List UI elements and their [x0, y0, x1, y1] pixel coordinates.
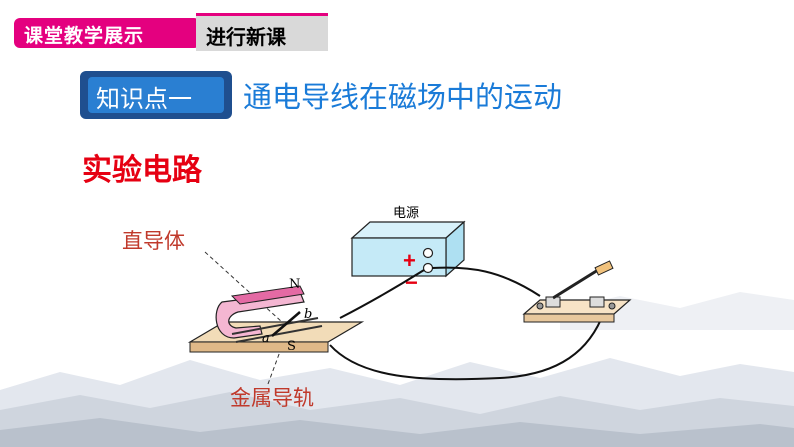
knowledge-point-badge: 知识点一	[80, 71, 232, 119]
wire-to-rail-a	[339, 269, 425, 319]
label-metal-rails: 金属导轨	[230, 386, 314, 410]
tab-classroom-display-label: 课堂教学展示	[24, 25, 145, 47]
label-straight-conductor: 直导体	[122, 229, 185, 253]
tab-new-lesson[interactable]: 进行新课	[196, 13, 328, 51]
label-power-supply: 电源	[393, 206, 419, 221]
positive-terminal	[422, 247, 434, 259]
minus-sign: −	[405, 270, 418, 295]
label-b: b	[304, 307, 312, 322]
horseshoe-magnet	[215, 291, 305, 339]
negative-terminal	[422, 262, 434, 274]
knowledge-point-badge-inner: 知识点一	[88, 77, 224, 113]
power-supply: + −	[350, 220, 466, 295]
wire-to-switch-top	[431, 266, 541, 297]
wire-switch-to-rail-b	[329, 311, 605, 381]
tab-classroom-display[interactable]: 课堂教学展示	[14, 18, 200, 48]
knowledge-point-badge-label: 知识点一	[96, 85, 192, 113]
rail-top	[231, 317, 319, 335]
conductor-leader-line	[204, 251, 283, 323]
magnet-rail-apparatus: N S a b	[187, 277, 365, 354]
label-a: a	[262, 331, 270, 346]
tab-new-lesson-label: 进行新课	[206, 25, 286, 49]
rails-leader-line	[267, 337, 286, 385]
label-south: S	[287, 339, 296, 354]
plus-sign: +	[403, 248, 416, 273]
rail-bottom	[235, 325, 323, 343]
knife-switch	[522, 260, 632, 323]
label-north: N	[289, 277, 300, 292]
straight-conductor	[271, 311, 301, 337]
section-title: 实验电路	[82, 153, 202, 188]
knowledge-point-title: 通电导线在磁场中的运动	[243, 80, 563, 114]
